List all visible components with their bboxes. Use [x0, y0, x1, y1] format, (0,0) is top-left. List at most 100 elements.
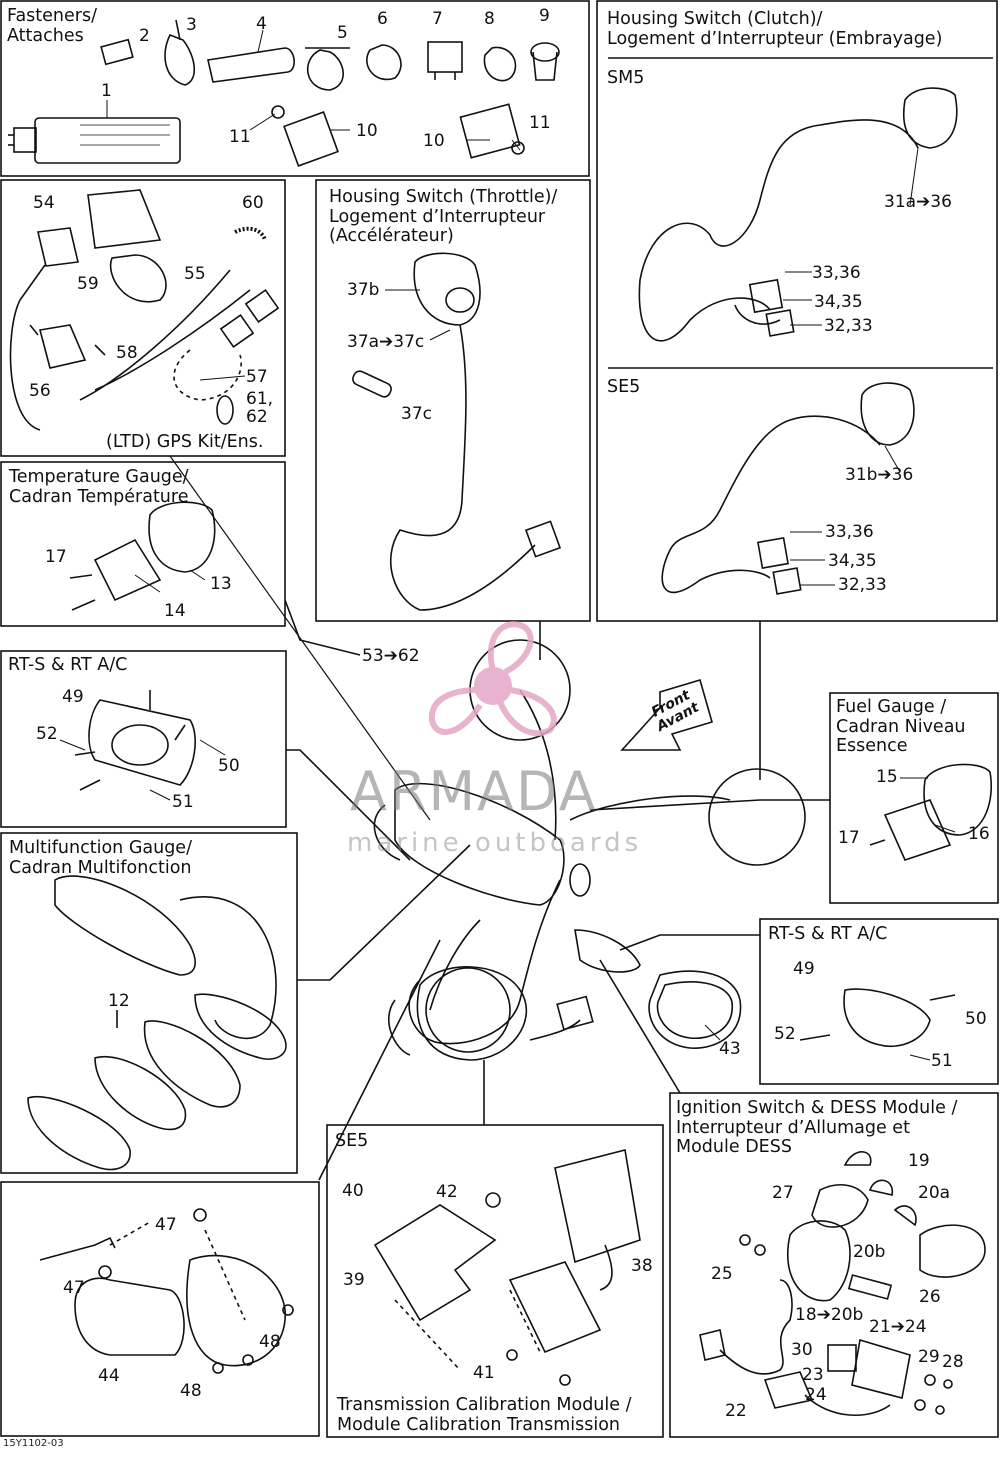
- callout: 48: [180, 1381, 202, 1401]
- callout: 13: [210, 574, 232, 594]
- frame-tcm: [326, 1124, 664, 1438]
- callout: 23: [802, 1365, 824, 1385]
- callout: 49: [62, 687, 84, 707]
- tcm-module: [554, 1149, 641, 1264]
- temp-title: Temperature Gauge/ Cadran Température: [9, 467, 189, 507]
- callout: 17: [45, 547, 67, 567]
- callout: 41: [473, 1363, 495, 1383]
- clutch-housing-se5: [860, 382, 915, 446]
- callout: 1: [101, 81, 112, 101]
- callout: 21➔24: [869, 1317, 927, 1337]
- callout: 4: [256, 14, 267, 34]
- callout: 17: [838, 828, 860, 848]
- callout: 47: [155, 1215, 177, 1235]
- callout: 59: [77, 274, 99, 294]
- callout: 6: [377, 9, 388, 29]
- callout: 57: [246, 367, 268, 387]
- callout: 54: [33, 193, 55, 213]
- frame-fasteners: [0, 0, 590, 177]
- callout: 18➔20b: [795, 1305, 864, 1325]
- callout: 7: [432, 9, 443, 29]
- dess-key-holder: [919, 1224, 986, 1278]
- clutch-se5-label: SE5: [607, 377, 641, 397]
- callout: 60: [242, 193, 264, 213]
- callout: 58: [116, 343, 138, 363]
- ignition-plate: [574, 929, 641, 973]
- frame-throttle: [315, 179, 591, 622]
- callout: 11: [229, 127, 251, 147]
- watermark-subtitle: marine outboards: [347, 828, 643, 858]
- callout: 44: [98, 1366, 120, 1386]
- callout: 33,36: [812, 263, 861, 283]
- callout: 14: [164, 601, 186, 621]
- frame-ignition: [669, 1092, 999, 1438]
- gps-caption: (LTD) GPS Kit/Ens.: [106, 432, 264, 452]
- callout: 39: [343, 1270, 365, 1290]
- throttle-housing: [413, 252, 481, 326]
- callout: 2: [139, 26, 150, 46]
- frame-clutch: [596, 0, 998, 622]
- callout: 51: [172, 792, 194, 812]
- callout: 27: [772, 1183, 794, 1203]
- frame-temp: [0, 461, 286, 627]
- callout: 49: [793, 959, 815, 979]
- callout: 61, 62: [246, 389, 274, 427]
- rts-right-gauge-bezel: [843, 988, 931, 1047]
- rts-left-gauge-bezel: [88, 699, 196, 786]
- multi-gauge-top: [54, 875, 196, 976]
- callout: 5: [337, 23, 348, 43]
- frame-rts-right: [759, 918, 999, 1085]
- rts-right-title: RT-S & RT A/C: [768, 924, 888, 944]
- callout: 42: [436, 1182, 458, 1202]
- callout: 34,35: [814, 292, 863, 312]
- callout: 29: [918, 1347, 940, 1367]
- callout: 20a: [918, 1183, 951, 1203]
- callout: 37b: [347, 280, 380, 300]
- callout: 37c: [401, 404, 432, 424]
- callout: 28: [942, 1352, 964, 1372]
- callout: 22: [725, 1401, 747, 1421]
- gasket-43: [648, 970, 742, 1049]
- frame-fuel: [829, 692, 999, 904]
- callout: 10: [356, 121, 378, 141]
- clutch-title: Housing Switch (Clutch)/ Logement d’Inte…: [607, 9, 943, 49]
- callout: 43: [719, 1039, 741, 1059]
- callout: 50: [965, 1009, 987, 1029]
- multi-title: Multifunction Gauge/ Cadran Multifonctio…: [9, 838, 192, 878]
- fuel-gauge: [923, 763, 992, 836]
- callout: 26: [919, 1287, 941, 1307]
- frame-actuator: [0, 1181, 320, 1437]
- fuel-title: Fuel Gauge / Cadran Niveau Essence: [836, 697, 966, 756]
- callout: 53➔62: [362, 646, 420, 666]
- clutch-sm5-label: SM5: [607, 68, 645, 88]
- callout: 50: [218, 756, 240, 776]
- callout: 52: [36, 724, 58, 744]
- ignition-switch: [811, 1184, 869, 1228]
- callout: 40: [342, 1181, 364, 1201]
- watermark-title: ARMADA: [350, 760, 598, 823]
- callout: 8: [484, 9, 495, 29]
- callout: 15: [876, 767, 898, 787]
- callout: 55: [184, 264, 206, 284]
- fasteners-title: Fasteners/ Attaches: [7, 6, 97, 46]
- frame-multi: [0, 832, 298, 1174]
- ignition-title: Ignition Switch & DESS Module / Interrup…: [676, 1098, 958, 1157]
- throttle-title: Housing Switch (Throttle)/ Logement d’In…: [329, 187, 558, 246]
- callout: 34,35: [828, 551, 877, 571]
- tube-compound: [8, 117, 181, 164]
- tcm-bracket: [373, 1204, 497, 1322]
- callout: 33,36: [825, 522, 874, 542]
- callout: 32,33: [824, 316, 873, 336]
- callout: 16: [968, 824, 990, 844]
- callout: 32,33: [838, 575, 887, 595]
- callout: 38: [631, 1256, 653, 1276]
- temp-gauge: [148, 501, 216, 573]
- callout: 56: [29, 381, 51, 401]
- front-arrow-outline: [620, 679, 713, 751]
- callout: 19: [908, 1151, 930, 1171]
- gps-unit: [87, 189, 162, 249]
- callout: 3: [186, 15, 197, 35]
- callout: 37a➔37c: [347, 332, 425, 352]
